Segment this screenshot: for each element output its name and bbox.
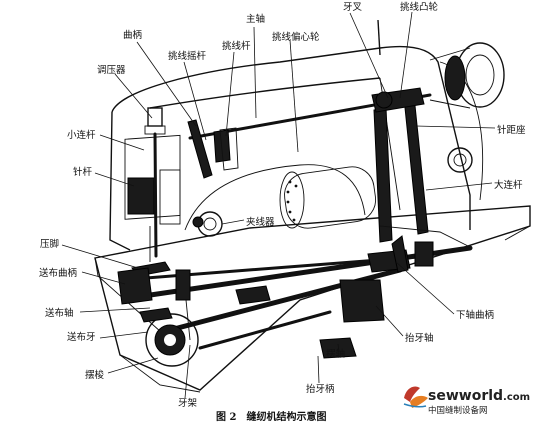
watermark-subtitle: 中国缝制设备网 <box>428 405 488 416</box>
label-tiaoxiangan: 挑线杆 <box>222 40 251 52</box>
label-baizhou: 摆轴 <box>326 348 345 360</box>
label-zhenju-zuo: 针距座 <box>497 124 526 136</box>
label-baisuo: 摆梭 <box>85 369 105 381</box>
label-yajiao: 压脚 <box>40 239 59 250</box>
label-taiyabing: 抬牙柄 <box>306 383 335 395</box>
label-jiaxianqi: 夹线器 <box>246 216 275 228</box>
label-xiazhou-qubing: 下轴曲柄 <box>456 309 494 321</box>
label-songbuzhou: 送布轴 <box>45 307 74 319</box>
label-songbu-qubing: 送布曲柄 <box>39 267 77 279</box>
label-zhuzhou: 主轴 <box>246 13 265 25</box>
label-tiaoxian-tulun: 挑线凸轮 <box>400 1 439 13</box>
label-yacha: 牙叉 <box>343 2 363 13</box>
label-zhengan: 针杆 <box>73 166 93 178</box>
label-tiaoyaqi: 调压器 <box>97 65 126 76</box>
svg-text:sewworld.com: sewworld.com <box>428 388 530 404</box>
label-xiaoliangan: 小连杆 <box>67 129 96 141</box>
watermark-domain: .com <box>503 392 530 403</box>
sewworld-watermark: sewworld.com 中国缝制设备网 <box>403 386 530 416</box>
machine-illustration <box>94 19 531 393</box>
label-tiaoxian-pianxinlun: 挑线偏心轮 <box>272 31 320 43</box>
figure-caption: 图 2 缝纫机结构示意图 <box>216 410 326 423</box>
label-yajia: 牙架 <box>178 398 198 409</box>
sewworld-logo-icon <box>403 386 428 408</box>
label-taiyazhou: 抬牙轴 <box>405 332 434 344</box>
watermark-brand: sewworld <box>428 388 503 404</box>
leader-lines <box>61 11 496 399</box>
label-qubing: 曲柄 <box>123 29 142 41</box>
labels: 主轴 牙叉 挑线凸轮 曲柄 挑线摇杆 挑线杆 挑线偏心轮 调压器 小连杆 针距座… <box>39 1 526 409</box>
label-songbuya: 送布牙 <box>67 331 96 343</box>
label-tiaoxian-yaogan: 挑线摇杆 <box>168 50 207 62</box>
label-daliangan: 大连杆 <box>494 179 523 191</box>
